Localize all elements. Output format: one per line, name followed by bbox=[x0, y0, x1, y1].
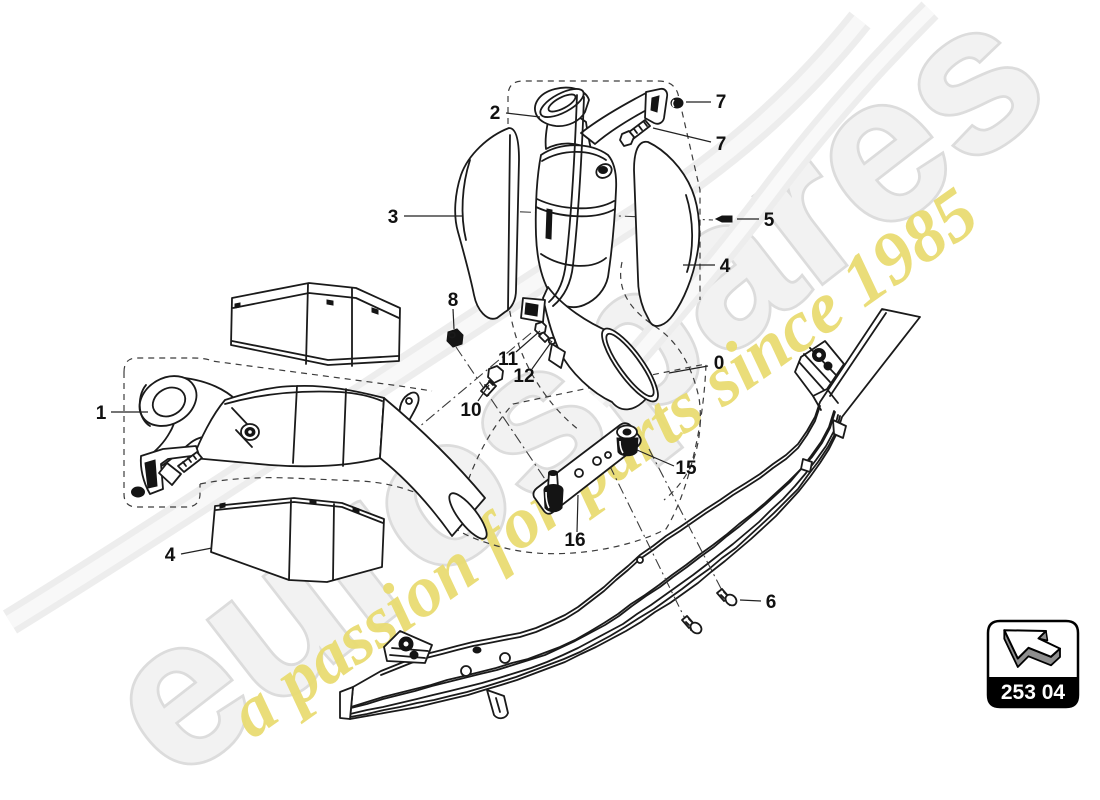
svg-text:253 04: 253 04 bbox=[1001, 681, 1066, 704]
svg-text:7: 7 bbox=[716, 92, 727, 113]
svg-text:16: 16 bbox=[564, 530, 585, 551]
svg-text:3: 3 bbox=[388, 207, 399, 228]
svg-text:8: 8 bbox=[448, 290, 459, 311]
svg-text:6: 6 bbox=[766, 592, 777, 613]
svg-text:12: 12 bbox=[513, 366, 534, 387]
svg-text:1: 1 bbox=[96, 403, 107, 424]
svg-text:4: 4 bbox=[165, 545, 176, 566]
svg-text:10: 10 bbox=[460, 400, 481, 421]
svg-text:2: 2 bbox=[490, 103, 501, 124]
svg-text:15: 15 bbox=[675, 458, 697, 479]
svg-text:5: 5 bbox=[764, 210, 775, 231]
svg-text:11: 11 bbox=[498, 349, 519, 370]
svg-text:7: 7 bbox=[716, 134, 727, 155]
svg-text:4: 4 bbox=[720, 256, 731, 277]
svg-text:0: 0 bbox=[714, 353, 725, 374]
